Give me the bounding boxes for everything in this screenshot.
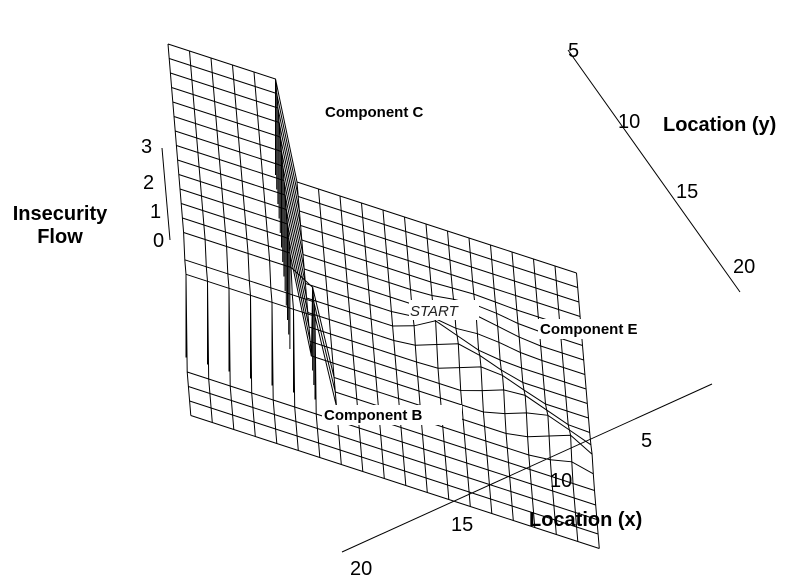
mesh-line-y-11 <box>382 209 407 486</box>
annotation-bg <box>538 319 680 339</box>
annotation-start: START <box>410 303 460 320</box>
mesh-line-x-7 <box>175 130 584 361</box>
mesh-line-y-19 <box>554 265 579 542</box>
mesh-line-x-8 <box>176 145 586 375</box>
mesh-line-x-11 <box>179 188 589 419</box>
y-tick-label: 15 <box>676 181 698 203</box>
z-axis-label-line1: Insecurity <box>13 203 108 225</box>
mesh-line-y-9 <box>339 195 364 472</box>
mesh-line-x-2 <box>169 58 578 288</box>
z-axis-label-line2: Flow <box>37 226 83 248</box>
x-tick-label: 5 <box>641 430 652 452</box>
y-tick-label: 5 <box>568 40 579 62</box>
mesh-line-y-18 <box>533 258 557 535</box>
mesh-line-x-4 <box>171 87 581 317</box>
annotation-component-c: Component C <box>325 104 423 121</box>
mesh-line-y-20 <box>576 272 600 549</box>
mesh-line-x-19 <box>189 400 599 535</box>
mesh-line-x-12 <box>181 203 590 433</box>
x-tick-label: 15 <box>451 514 473 536</box>
mesh-line-x-3 <box>170 72 580 303</box>
mesh-line-y-17 <box>511 251 536 528</box>
y-axis-line <box>567 49 741 293</box>
surface-mesh <box>167 43 600 549</box>
y-axis-label: Location (y) <box>663 114 776 136</box>
x-axis-label: Location (x) <box>529 509 642 531</box>
mesh-line-x-16 <box>185 273 595 491</box>
mesh-line-x-9 <box>177 159 587 390</box>
mesh-line-y-14 <box>447 230 471 507</box>
mesh-line-x-18 <box>188 386 598 520</box>
mesh-line-y-12 <box>404 216 428 493</box>
y-tick-label: 10 <box>618 111 640 133</box>
y-tick-label: 20 <box>733 256 755 278</box>
z-tick-label: 2 <box>143 172 154 194</box>
mesh-line-y-15 <box>468 237 493 514</box>
z-axis-line <box>161 147 171 241</box>
mesh-line-x-13 <box>182 217 592 446</box>
x-tick-label: 20 <box>350 558 372 580</box>
annotation-bg <box>409 300 479 320</box>
mesh-line-y-10 <box>361 202 385 479</box>
annotation-bg <box>323 102 455 121</box>
z-tick-label: 1 <box>150 201 161 223</box>
mesh-line-y-1 <box>167 43 192 416</box>
mesh-line-y-3 <box>210 57 235 430</box>
z-tick-label: 3 <box>141 136 152 158</box>
mesh-line-y-5 <box>253 71 278 444</box>
mesh-line-x-10 <box>178 174 588 404</box>
x-tick-label: 10 <box>550 470 572 492</box>
annotation-component-b: Component B <box>324 407 422 424</box>
mesh-line-y-2 <box>189 50 213 423</box>
mesh-line-x-20 <box>190 415 600 549</box>
mesh-line-y-16 <box>490 244 514 521</box>
mesh-line-y-13 <box>425 223 450 500</box>
z-tick-label: 0 <box>153 230 164 252</box>
mesh-line-x-14 <box>183 232 593 455</box>
x-axis-line <box>341 383 713 553</box>
mesh-line-x-6 <box>173 116 583 346</box>
mesh-line-x-1 <box>167 43 577 274</box>
mesh-line-y-4 <box>232 64 256 437</box>
annotation-bg <box>322 405 462 425</box>
annotation-component-e: Component E <box>540 321 638 338</box>
mesh-line-x-5 <box>172 101 582 332</box>
mesh-line-y-7 <box>296 181 321 458</box>
mesh-line-x-17 <box>187 371 596 506</box>
